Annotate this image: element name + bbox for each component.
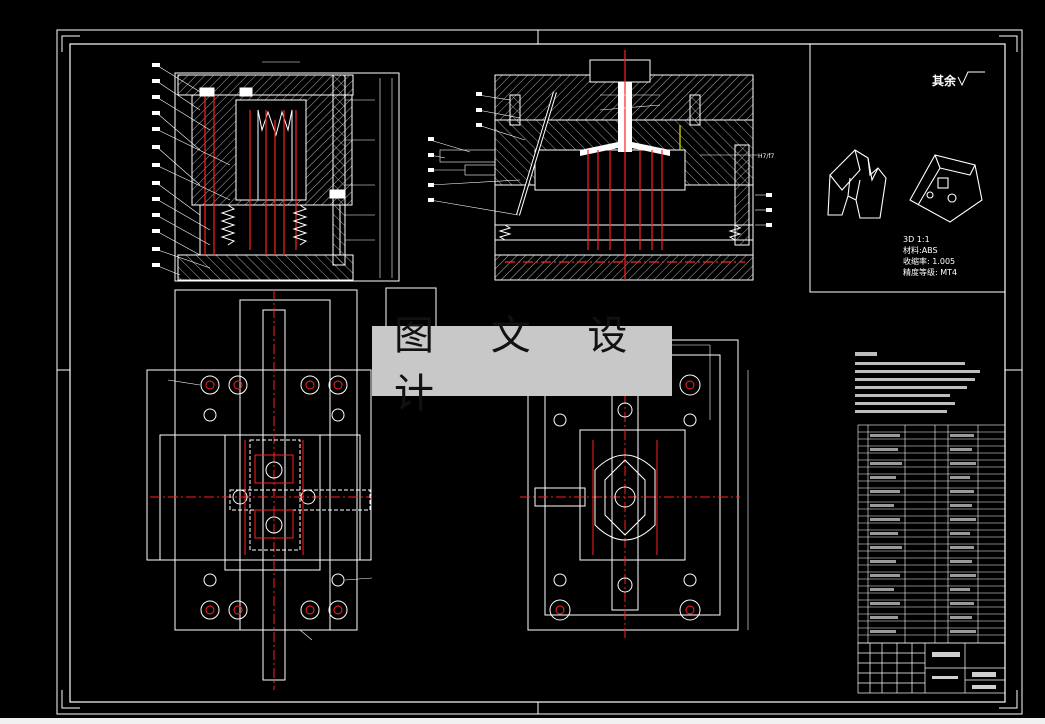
- watermark-banner: 图 文 设 计: [372, 313, 672, 417]
- roughness-label: 其余: [932, 73, 957, 88]
- parts-list-text-blocks: [870, 434, 976, 633]
- title-block-text-blocks: [932, 652, 996, 689]
- plan-view-left: [146, 289, 373, 690]
- roughness-symbol: [957, 71, 985, 87]
- part-accuracy: 精度等级: MT4: [903, 267, 957, 277]
- part-scale: 3D 1:1: [903, 235, 930, 244]
- fit-label: H7/f7: [758, 153, 774, 160]
- outer-frame: [56, 29, 1023, 715]
- info-panel: [809, 43, 1006, 293]
- part-shrinkage: 收缩率: 1.005: [903, 256, 955, 266]
- part-material: 材料:ABS: [903, 245, 938, 255]
- frame-ticks: [57, 30, 1022, 714]
- part-3d-view-right: [909, 154, 983, 223]
- parts-list-table: [857, 424, 1006, 644]
- part-3d-view-left: [827, 149, 887, 219]
- watermark-text: 图 文 设 计: [394, 313, 650, 417]
- bottom-edge-strip: [0, 718, 1045, 724]
- section-view-right: H7/f7: [428, 50, 774, 281]
- section-view-left: [152, 61, 400, 282]
- technical-notes: [855, 352, 980, 413]
- title-block: [857, 642, 1006, 694]
